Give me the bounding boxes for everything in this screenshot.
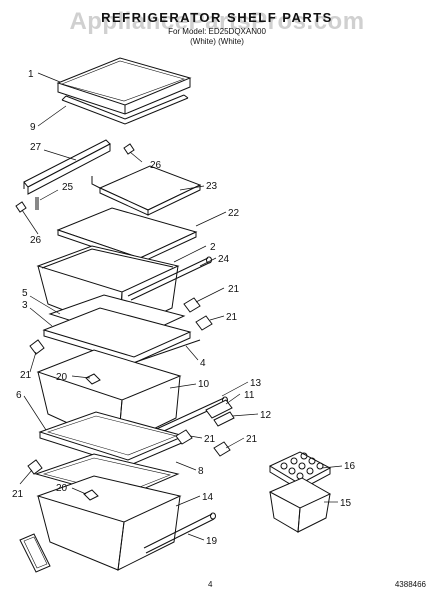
callout-8: 8 xyxy=(198,466,204,477)
callout-21-b: 21 xyxy=(226,312,238,323)
callout-22: 22 xyxy=(228,208,240,219)
leader-lines xyxy=(19,72,343,541)
shelf-frame xyxy=(61,94,189,125)
callout-21-d: 21 xyxy=(204,434,216,445)
screw-top xyxy=(123,143,135,155)
page-number: 4 xyxy=(208,580,213,589)
label-card xyxy=(19,533,51,573)
callout-10: 10 xyxy=(198,379,210,390)
callout-21-a: 21 xyxy=(228,284,240,295)
callout-20-lower: 20 xyxy=(56,483,68,494)
callout-26-bottom: 26 xyxy=(30,235,42,246)
callout-21-c: 21 xyxy=(20,370,32,381)
callout-5: 5 xyxy=(22,288,28,299)
diagram-title: REFRIGERATOR SHELF PARTS xyxy=(101,10,333,25)
callout-1: 1 xyxy=(28,69,34,80)
callout-25: 25 xyxy=(62,182,74,193)
bracket-left xyxy=(29,339,45,355)
callout-21-e: 21 xyxy=(246,434,258,445)
egg-tray xyxy=(268,451,332,491)
callout-16: 16 xyxy=(344,461,356,472)
callout-14: 14 xyxy=(202,492,214,503)
callout-20-upper: 20 xyxy=(56,372,68,383)
model-line: For Model: ED25DQXAN00 xyxy=(168,27,266,36)
color-line: (White) (White) xyxy=(190,37,244,46)
crisper-drawer-lower xyxy=(36,475,182,571)
shelf-rail xyxy=(23,139,111,195)
document-number: 4388466 xyxy=(394,580,426,589)
callout-24: 24 xyxy=(218,254,230,265)
egg-bin xyxy=(268,477,332,533)
bracket-upper-1 xyxy=(183,297,201,313)
callout-19: 19 xyxy=(206,536,218,547)
callout-9: 9 xyxy=(30,122,36,133)
callout-23: 23 xyxy=(206,181,218,192)
bracket-lower-2 xyxy=(213,441,231,457)
callout-27: 27 xyxy=(30,142,42,153)
screw-bottom xyxy=(15,201,27,213)
slide-bracket xyxy=(205,399,235,427)
bracket-upper-2 xyxy=(195,315,213,331)
callout-11: 11 xyxy=(244,390,255,401)
callout-12: 12 xyxy=(260,410,272,421)
bracket-lower-1 xyxy=(175,429,193,445)
glass-shelf-top xyxy=(56,57,192,115)
frame-rail xyxy=(129,339,201,365)
callout-21-f: 21 xyxy=(12,489,24,500)
callout-2: 2 xyxy=(210,242,216,253)
pan-rod-lower xyxy=(143,512,216,554)
cantilever-shelf xyxy=(91,165,202,216)
callout-26-top: 26 xyxy=(150,160,162,171)
callout-6: 6 xyxy=(16,390,22,401)
callout-4: 4 xyxy=(200,358,206,369)
callout-3: 3 xyxy=(22,300,28,311)
callout-13: 13 xyxy=(250,378,262,389)
callout-15: 15 xyxy=(340,498,352,509)
callout-numbers: 1 9 27 26 25 23 26 22 2 24 5 3 21 21 4 2… xyxy=(12,69,356,547)
bolt-25 xyxy=(35,197,39,210)
